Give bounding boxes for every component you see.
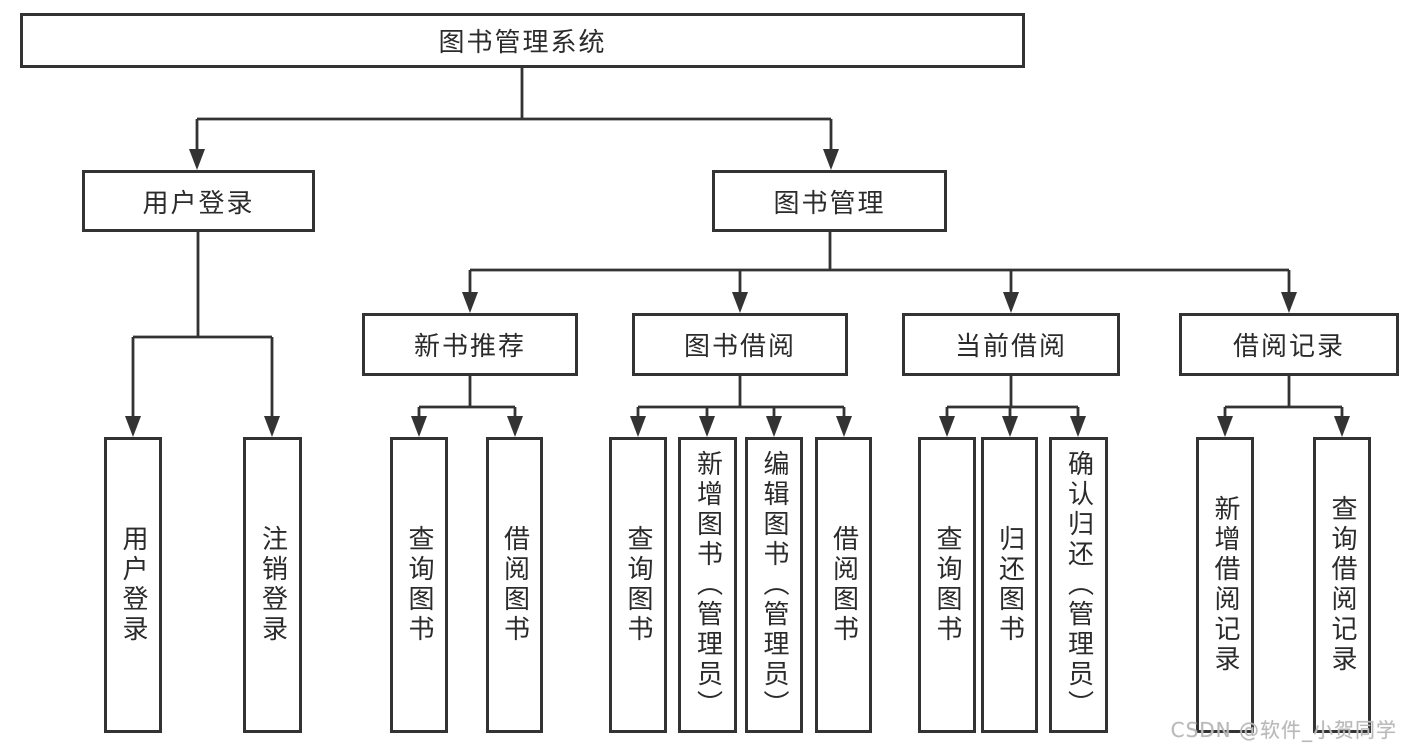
leaf-borrow-query-book-label: 查询图书 [623, 525, 653, 645]
leaf-borrow-borrow-book: 借阅图书 [815, 437, 872, 733]
leaf-records-add-record-label: 新增借阅记录 [1210, 495, 1240, 675]
node-book-management-label: 图书管理 [773, 188, 886, 219]
csdn-watermark: CSDN @软件_小贺同学 [1170, 718, 1397, 742]
node-book-borrow-label: 图书借阅 [683, 332, 796, 362]
leaf-records-add-record: 新增借阅记录 [1196, 437, 1254, 733]
leaf-current-confirm-return-label: 确认归还（管理员） [1063, 450, 1094, 720]
leaf-borrow-query-book: 查询图书 [609, 437, 667, 733]
leaf-current-query-book-label: 查询图书 [932, 525, 962, 645]
node-borrow-records-label: 借阅记录 [1232, 332, 1345, 362]
node-borrow-records: 借阅记录 [1179, 313, 1399, 376]
node-root-label: 图书管理系统 [438, 28, 607, 58]
node-user-login-label: 用户登录 [142, 188, 255, 219]
leaf-borrow-edit-book: 编辑图书（管理员） [745, 437, 803, 733]
node-root: 图书管理系统 [20, 13, 1025, 68]
leaf-current-return-book-label: 归还图书 [994, 525, 1025, 645]
leaf-logout: 注销登录 [243, 437, 302, 733]
node-new-book-recommend-label: 新书推荐 [413, 332, 526, 362]
leaf-borrow-borrow-book-label: 借阅图书 [828, 525, 859, 645]
leaf-recommend-borrow-book: 借阅图书 [486, 437, 543, 733]
leaf-current-confirm-return: 确认归还（管理员） [1049, 437, 1108, 733]
leaf-current-return-book: 归还图书 [981, 437, 1038, 733]
leaf-records-query-record-label: 查询借阅记录 [1327, 495, 1357, 675]
node-book-management: 图书管理 [712, 170, 947, 232]
leaf-borrow-add-book-label: 新增图书（管理员） [692, 450, 723, 720]
leaf-logout-label: 注销登录 [257, 525, 288, 645]
node-user-login: 用户登录 [82, 170, 315, 232]
leaf-borrow-add-book: 新增图书（管理员） [678, 437, 737, 733]
node-new-book-recommend: 新书推荐 [362, 313, 578, 376]
node-current-borrow: 当前借阅 [902, 313, 1120, 376]
leaf-user-login-label: 用户登录 [118, 525, 148, 645]
node-book-borrow: 图书借阅 [632, 313, 848, 376]
leaf-recommend-query-book-label: 查询图书 [404, 525, 434, 645]
node-current-borrow-label: 当前借阅 [954, 332, 1067, 362]
leaf-borrow-edit-book-label: 编辑图书（管理员） [759, 450, 789, 720]
leaf-recommend-query-book: 查询图书 [390, 437, 448, 733]
leaf-current-query-book: 查询图书 [918, 437, 976, 733]
leaf-user-login: 用户登录 [104, 437, 162, 733]
leaf-recommend-borrow-book-label: 借阅图书 [499, 525, 530, 645]
leaf-records-query-record: 查询借阅记录 [1313, 437, 1371, 733]
